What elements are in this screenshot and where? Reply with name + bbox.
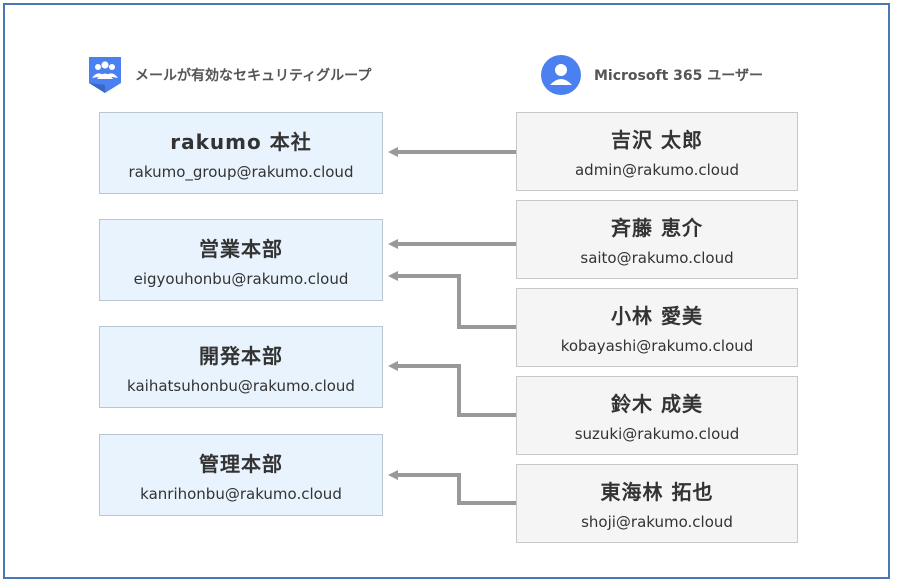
user-email: kobayashi@rakumo.cloud <box>560 337 754 355</box>
user-box-suzuki: 鈴木 成美 suzuki@rakumo.cloud <box>516 376 798 455</box>
groups-header-label: メールが有効なセキュリティグループ <box>135 68 372 84</box>
user-name: 斉藤 恵介 <box>611 216 703 240</box>
group-box-kaihatsu: 開発本部 kaihatsuhonbu@rakumo.cloud <box>99 326 383 408</box>
user-name: 吉沢 太郎 <box>611 128 703 152</box>
arrow-user-4-to-group-3 <box>388 470 516 505</box>
group-email: kanrihonbu@rakumo.cloud <box>140 484 342 503</box>
user-box-saito: 斉藤 恵介 saito@rakumo.cloud <box>516 200 798 279</box>
group-box-honsha: rakumo 本社 rakumo_group@rakumo.cloud <box>99 112 383 194</box>
group-email: rakumo_group@rakumo.cloud <box>128 162 354 181</box>
user-name: 鈴木 成美 <box>611 392 703 416</box>
user-name: 小林 愛美 <box>611 304 703 328</box>
arrow-user-3-to-group-2 <box>388 361 516 417</box>
group-email: eigyouhonbu@rakumo.cloud <box>133 269 349 288</box>
group-name: 管理本部 <box>199 451 283 476</box>
user-avatar-icon <box>541 55 581 95</box>
user-email: saito@rakumo.cloud <box>580 249 734 267</box>
users-header: Microsoft 365 ユーザー <box>540 54 763 96</box>
user-name: 東海林 拓也 <box>600 480 714 504</box>
user-box-yoshizawa: 吉沢 太郎 admin@rakumo.cloud <box>516 112 798 191</box>
user-box-kobayashi: 小林 愛美 kobayashi@rakumo.cloud <box>516 288 798 367</box>
group-box-kanri: 管理本部 kanrihonbu@rakumo.cloud <box>99 434 383 516</box>
user-email: shoji@rakumo.cloud <box>581 513 733 531</box>
groups-header: メールが有効なセキュリティグループ <box>87 55 371 95</box>
group-name: 営業本部 <box>199 236 283 261</box>
group-email: kaihatsuhonbu@rakumo.cloud <box>127 376 355 395</box>
arrow-user-2-to-group-1 <box>388 271 516 329</box>
group-box-eigyo: 営業本部 eigyouhonbu@rakumo.cloud <box>99 219 383 301</box>
users-header-label: Microsoft 365 ユーザー <box>594 68 763 84</box>
google-groups-icon <box>89 57 121 93</box>
user-box-shoji: 東海林 拓也 shoji@rakumo.cloud <box>516 464 798 543</box>
user-email: suzuki@rakumo.cloud <box>574 425 740 443</box>
group-name: 開発本部 <box>199 343 283 368</box>
group-name: rakumo 本社 <box>170 129 312 154</box>
user-email: admin@rakumo.cloud <box>574 161 739 179</box>
